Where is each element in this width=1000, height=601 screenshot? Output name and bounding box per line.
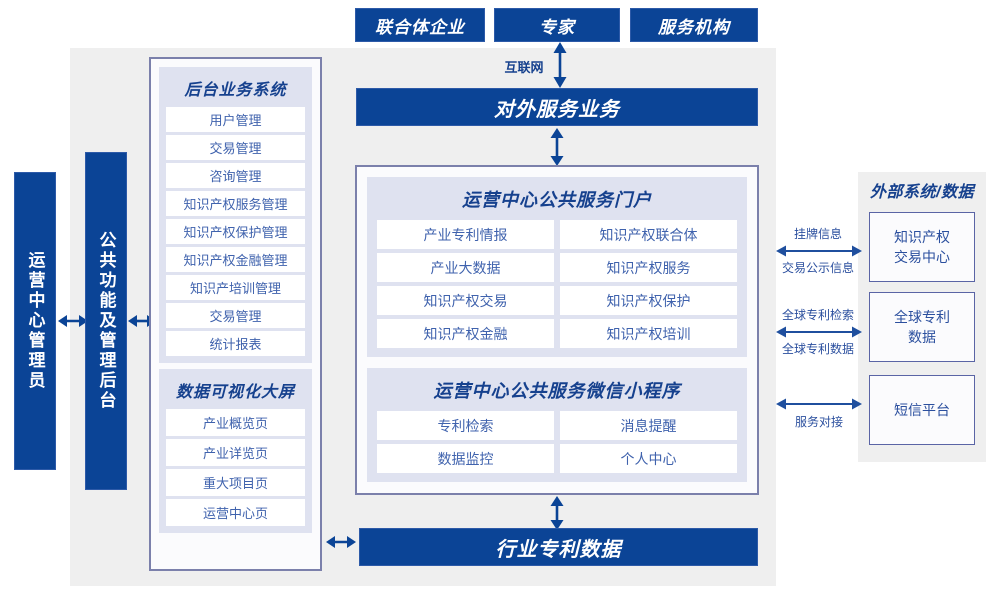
sidebar-item-public-function-backend[interactable]: 公共功能及管理后台 xyxy=(85,152,127,490)
double-vertical-arrow-icon xyxy=(547,128,567,166)
group-title: 运营中心公共服务门户 xyxy=(462,190,652,210)
column-label: 公共功能及管理后台 xyxy=(96,231,116,411)
list-item[interactable]: 统计报表 xyxy=(166,331,305,356)
double-horizontal-arrow-icon xyxy=(776,324,862,340)
list-item[interactable]: 咨询管理 xyxy=(166,163,305,188)
external-system-sms-platform[interactable]: 短信平台 xyxy=(869,375,975,445)
list-item[interactable]: 知识产权金融 xyxy=(377,319,554,348)
bar-label: 行业专利数据 xyxy=(495,538,622,561)
connector-label-listing-info: 挂牌信息 xyxy=(793,227,842,241)
top-actor-union-enterprise[interactable]: 联合体企业 xyxy=(355,8,485,42)
double-horizontal-arrow-icon xyxy=(326,533,356,551)
double-horizontal-arrow-icon xyxy=(776,243,862,259)
list-item[interactable]: 知识产权保护 xyxy=(560,286,737,315)
bar-label: 对外服务业务 xyxy=(494,98,620,121)
top-actor-service-org[interactable]: 服务机构 xyxy=(630,8,758,42)
external-service-business-bar[interactable]: 对外服务业务 xyxy=(356,88,758,126)
backend-systems-frame: 后台业务系统 用户管理 交易管理 咨询管理 知识产权服务管理 知识产权保护管理 … xyxy=(149,57,322,571)
double-vertical-arrow-icon xyxy=(547,496,567,530)
list-item[interactable]: 消息提醒 xyxy=(560,411,737,440)
top-actor-label: 服务机构 xyxy=(658,17,730,37)
list-item[interactable]: 知识产权服务 xyxy=(560,253,737,282)
list-item[interactable]: 运营中心页 xyxy=(166,499,305,526)
top-actor-expert[interactable]: 专家 xyxy=(494,8,620,42)
external-system-label: 知识产权交易中心 xyxy=(894,228,950,265)
double-horizontal-arrow-icon xyxy=(776,396,862,412)
external-system-global-patent-data[interactable]: 全球专利数据 xyxy=(869,292,975,362)
group-title: 数据可视化大屏 xyxy=(175,384,295,401)
list-item[interactable]: 知识产权服务管理 xyxy=(166,191,305,216)
list-item[interactable]: 知识产培训管理 xyxy=(166,275,305,300)
list-item[interactable]: 知识产权保护管理 xyxy=(166,219,305,244)
connector-label-trade-disclosure-info: 交易公示信息 xyxy=(781,261,854,275)
list-item[interactable]: 知识产权联合体 xyxy=(560,220,737,249)
list-item[interactable]: 知识产权培训 xyxy=(560,319,737,348)
group-title: 后台业务系统 xyxy=(184,82,287,99)
external-systems-title: 外部系统/数据 xyxy=(870,184,974,201)
list-item[interactable]: 产业专利情报 xyxy=(377,220,554,249)
list-item[interactable]: 个人中心 xyxy=(560,444,737,473)
wechat-miniprogram-group: 运营中心公共服务微信小程序 专利检索 消息提醒 数据监控 个人中心 xyxy=(367,368,747,482)
column-label: 运营中心管理员 xyxy=(25,251,45,391)
group-title: 运营中心公共服务微信小程序 xyxy=(433,381,681,401)
double-horizontal-arrow-icon xyxy=(58,312,88,330)
external-system-label: 全球专利数据 xyxy=(894,308,950,345)
data-visualization-screen-group: 数据可视化大屏 产业概览页 产业详览页 重大项目页 运营中心页 xyxy=(159,369,312,533)
connector-label-service-docking: 服务对接 xyxy=(794,415,843,429)
list-item[interactable]: 交易管理 xyxy=(166,135,305,160)
list-item[interactable]: 知识产权交易 xyxy=(377,286,554,315)
public-service-frame: 运营中心公共服务门户 产业专利情报 知识产权联合体 产业大数据 知识产权服务 知… xyxy=(355,165,759,495)
public-service-portal-group: 运营中心公共服务门户 产业专利情报 知识产权联合体 产业大数据 知识产权服务 知… xyxy=(367,177,747,357)
external-system-label: 短信平台 xyxy=(894,401,950,418)
sidebar-item-operation-center-admin[interactable]: 运营中心管理员 xyxy=(14,172,56,470)
backend-business-system-group: 后台业务系统 用户管理 交易管理 咨询管理 知识产权服务管理 知识产权保护管理 … xyxy=(159,67,312,363)
top-actor-label: 联合体企业 xyxy=(375,17,465,37)
list-item[interactable]: 知识产权金融管理 xyxy=(166,247,305,272)
top-actor-label: 专家 xyxy=(539,17,575,37)
list-item[interactable]: 重大项目页 xyxy=(166,469,305,496)
list-item[interactable]: 交易管理 xyxy=(166,303,305,328)
list-item[interactable]: 专利检索 xyxy=(377,411,554,440)
external-system-ip-trading-center[interactable]: 知识产权交易中心 xyxy=(869,212,975,282)
double-vertical-arrow-icon xyxy=(550,42,570,88)
connector-label-global-patent-search: 全球专利检索 xyxy=(781,308,854,322)
connector-label-global-patent-data: 全球专利数据 xyxy=(781,342,854,356)
industry-patent-data-bar[interactable]: 行业专利数据 xyxy=(359,528,758,566)
internet-label: 互联网 xyxy=(504,60,544,75)
list-item[interactable]: 产业详览页 xyxy=(166,439,305,466)
list-item[interactable]: 产业大数据 xyxy=(377,253,554,282)
list-item[interactable]: 数据监控 xyxy=(377,444,554,473)
list-item[interactable]: 产业概览页 xyxy=(166,409,305,436)
list-item[interactable]: 用户管理 xyxy=(166,107,305,132)
